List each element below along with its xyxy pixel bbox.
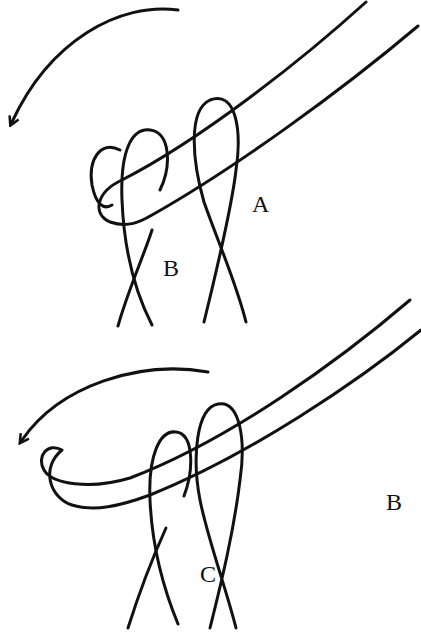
rope-loop: [118, 230, 152, 326]
rope: [99, 2, 418, 224]
turn-arrow: [12, 9, 178, 122]
part-label: A: [252, 192, 269, 216]
rope: [41, 300, 421, 508]
rope-hook: [91, 147, 120, 206]
part-label: B: [163, 256, 179, 280]
turn-arrow: [22, 369, 208, 440]
rope-loop: [196, 404, 242, 628]
rope-loop: [128, 528, 166, 628]
part-label: B: [386, 490, 402, 514]
part-label: C: [200, 562, 216, 586]
